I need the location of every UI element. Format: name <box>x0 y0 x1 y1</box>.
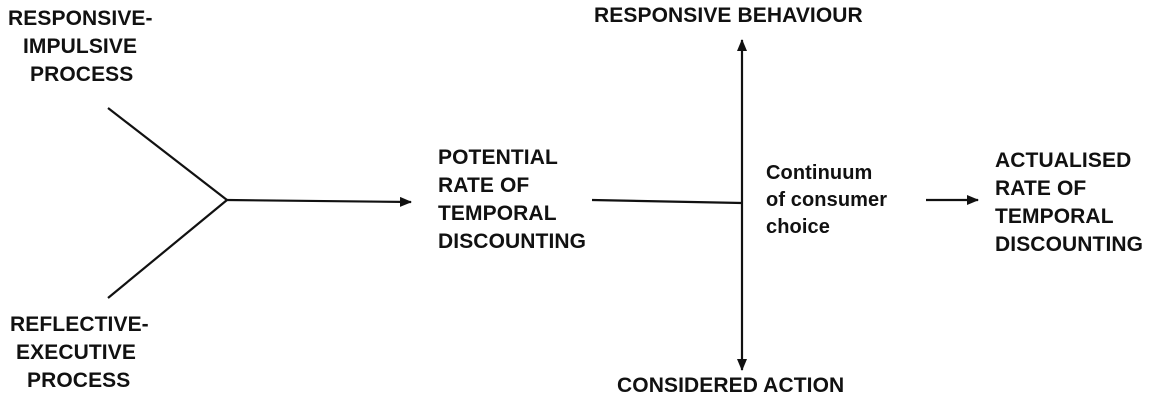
label-line: DISCOUNTING <box>995 233 1144 256</box>
label-line: of consumer <box>766 189 888 211</box>
label-line: POTENTIAL <box>438 146 558 169</box>
label-line: TEMPORAL <box>995 205 1114 228</box>
responsive-behaviour-label: RESPONSIVE BEHAVIOUR <box>594 4 863 27</box>
label-line: PROCESS <box>30 63 134 86</box>
label-line: choice <box>766 216 830 238</box>
label-line: RESPONSIVE- <box>8 7 153 30</box>
potential-rate-label: POTENTIAL RATE OF TEMPORAL DISCOUNTING <box>438 144 586 256</box>
actualised-rate-label: ACTUALISED RATE OF TEMPORAL DISCOUNTING <box>995 147 1143 259</box>
label-line: DISCOUNTING <box>438 230 587 253</box>
arrow-junction-to-potential-rate <box>226 196 412 207</box>
label-line: Continuum <box>766 162 873 184</box>
connector-reflective-to-junction <box>107 199 228 299</box>
connector-impulsive-to-junction <box>107 107 228 201</box>
label-line: RATE OF <box>438 174 530 197</box>
label-line: RATE OF <box>995 177 1087 200</box>
considered-action-label: CONSIDERED ACTION <box>617 374 845 397</box>
reflective-executive-process-label: REFLECTIVE- EXECUTIVE PROCESS <box>10 311 149 395</box>
connector-potential-to-continuum-axis <box>591 198 743 205</box>
label-line: REFLECTIVE- <box>10 313 149 336</box>
label-line: PROCESS <box>27 369 131 392</box>
label-line: TEMPORAL <box>438 202 557 225</box>
label-line: EXECUTIVE <box>16 341 136 364</box>
label-line: ACTUALISED <box>995 149 1132 172</box>
continuum-label: Continuum of consumer choice <box>766 160 887 241</box>
responsive-impulsive-process-label: RESPONSIVE- IMPULSIVE PROCESS <box>8 5 153 89</box>
label-line: IMPULSIVE <box>23 35 138 58</box>
